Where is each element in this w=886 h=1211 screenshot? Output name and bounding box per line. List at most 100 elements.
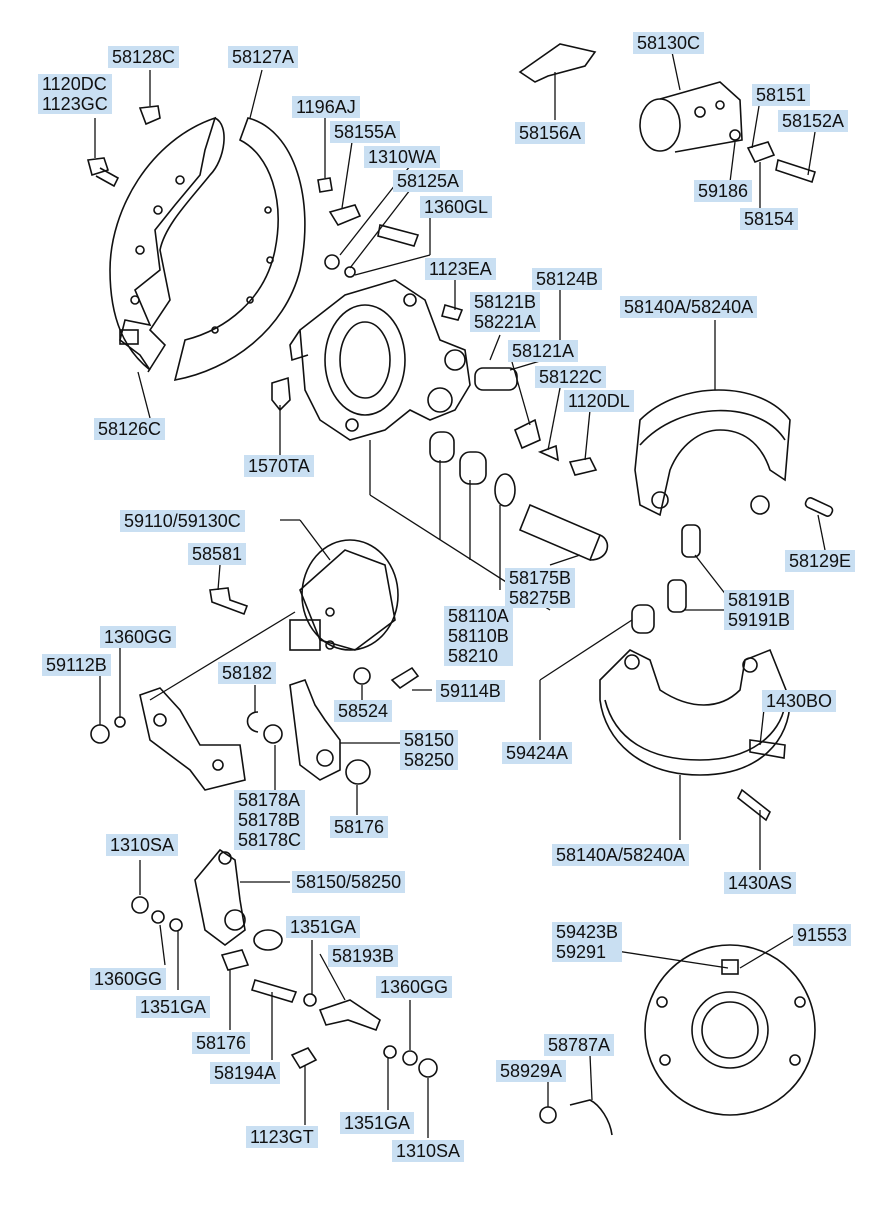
label-58121A: 58121A: [508, 340, 579, 362]
label-1360GG-b: 1360GG: [90, 968, 167, 990]
label-59191B: 59191B: [728, 610, 791, 630]
bolt-1123ea-drawing: [441, 304, 464, 321]
label-1310SA-a: 1310SA: [106, 834, 179, 856]
label-1570TA: 1570TA: [244, 455, 314, 477]
clip-58155a-drawing: [328, 204, 362, 226]
plate-58156a-drawing: [518, 43, 597, 83]
label-1351GA-a: 1351GA: [286, 916, 361, 938]
label-1430AS: 1430AS: [724, 872, 797, 894]
label-58121B: 58121B: [474, 292, 537, 312]
roller-b-drawing: [667, 579, 687, 613]
bolt-1430bo-drawing: [749, 739, 786, 759]
bolt-1120dc-drawing: [86, 157, 120, 188]
label-59110-59130C: 59110/59130C: [120, 510, 245, 532]
bolt-58581-drawing: [209, 587, 249, 616]
label-58125A: 58125A: [393, 170, 464, 192]
slack-adjuster-drawing: [289, 679, 341, 781]
bushing-59424a-drawing: [631, 604, 655, 634]
bolt-58152a-drawing: [775, 158, 816, 184]
label-58194A: 58194A: [210, 1062, 281, 1084]
label-1351GA-c: 1351GA: [340, 1112, 415, 1134]
label-58250: 58250: [404, 750, 455, 770]
bracket-58193b-drawing: [318, 999, 381, 1032]
label-58524: 58524: [334, 700, 393, 722]
sensor-cable-drawing: [539, 1099, 613, 1136]
bolt-1360gl-drawing: [377, 224, 420, 247]
pin-58129e-drawing: [804, 497, 834, 517]
label-58210: 58210: [448, 646, 499, 666]
washer-58178-drawing: [263, 724, 283, 744]
label-59424A: 59424A: [502, 742, 573, 764]
washer-1351ga-b-drawing: [303, 993, 317, 1007]
washer-1360gg-a-drawing: [151, 910, 165, 924]
label-58129E: 58129E: [785, 550, 856, 572]
label-58176-b: 58176: [192, 1032, 251, 1054]
clevis-58176-drawing: [220, 949, 250, 971]
washer-59186-drawing: [729, 129, 741, 141]
snap-ring-58182-drawing: [246, 711, 259, 733]
label-58127A: 58127A: [228, 46, 299, 68]
backing-plate-drawing: [109, 116, 225, 373]
bolt-1120dl-drawing: [568, 457, 598, 476]
nut-1310sa-a-drawing: [131, 896, 149, 914]
label-1120DC: 1120DC: [42, 74, 107, 94]
label-58130C: 58130C: [633, 32, 705, 54]
nut-58524-drawing: [353, 667, 371, 685]
label-58124B: 58124B: [532, 268, 603, 290]
fitting-1123gt-drawing: [290, 1046, 318, 1070]
washer-1360gg-drawing: [114, 716, 126, 728]
washer-1351ga-c-drawing: [383, 1045, 397, 1059]
clip-59114b-drawing: [390, 666, 420, 690]
washer-1360gg-c-drawing: [402, 1050, 418, 1066]
label-58126C: 58126C: [94, 418, 166, 440]
brake-drum-drawing: [644, 944, 816, 1116]
label-58140A-58240A-bottom: 58140A/58240A: [552, 844, 690, 866]
label-58152A: 58152A: [778, 110, 849, 132]
pin-58121a-drawing: [513, 418, 541, 450]
label-1351GA-b: 1351GA: [136, 996, 211, 1018]
pin-58121b-drawing: [474, 367, 518, 391]
washer-58125a-drawing: [344, 266, 356, 278]
label-58176-a: 58176: [330, 816, 389, 838]
label-59291: 59291: [556, 942, 607, 962]
label-59423B: 59423B: [556, 922, 619, 942]
label-58150: 58150: [404, 730, 455, 750]
label-1360GG-a: 1360GG: [100, 626, 177, 648]
label-1360GG-c: 1360GG: [376, 976, 453, 998]
pin-1430as-drawing: [736, 788, 772, 822]
bolt-1196aj-drawing: [317, 177, 333, 193]
label-58191B: 58191B: [728, 590, 791, 610]
label-58150-58250-lower: 58150/58250: [292, 871, 406, 893]
washer-1351ga-a-drawing: [169, 918, 183, 932]
brake-shoe-upper-drawing: [634, 389, 791, 517]
label-58110B: 58110B: [448, 626, 509, 646]
label-1123GC: 1123GC: [42, 94, 108, 114]
label-1196AJ: 1196AJ: [292, 96, 360, 118]
label-58151: 58151: [752, 84, 811, 106]
label-58929A: 58929A: [496, 1060, 567, 1082]
roller-a-drawing: [681, 524, 701, 558]
chamber-bracket-drawing: [139, 687, 246, 791]
label-59114B: 59114B: [436, 680, 505, 702]
nut-1310wa-drawing: [324, 254, 340, 270]
label-58110A: 58110A: [448, 606, 509, 626]
nut-59112b-drawing: [90, 724, 110, 744]
camshaft-drawing: [518, 503, 609, 562]
wheel-cylinder-drawing: [639, 81, 743, 153]
label-58178C: 58178C: [238, 830, 302, 850]
label-58178B: 58178B: [238, 810, 301, 830]
label-58122C: 58122C: [535, 366, 607, 388]
brake-shoe-lower-drawing: [599, 648, 791, 776]
label-58140A-58240A-top: 58140A/58240A: [620, 296, 758, 318]
label-58154: 58154: [740, 208, 799, 230]
anchor-spider-drawing: [289, 279, 471, 441]
pin-58194a-drawing: [251, 979, 298, 1003]
label-58221A: 58221A: [474, 312, 537, 332]
